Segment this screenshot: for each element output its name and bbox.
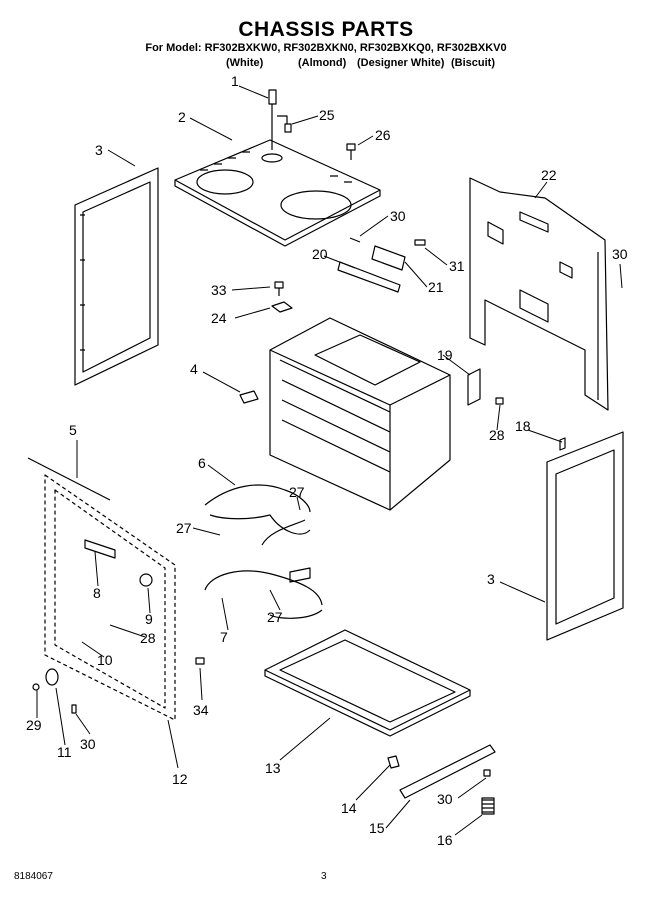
callout-6: 6 [198,455,206,471]
callout-21: 21 [428,279,444,295]
part-bracket-4 [239,390,259,404]
part-screw-34 [195,657,205,665]
callout-4: 4 [190,361,198,377]
callout-13: 13 [265,760,281,776]
callout-19: 19 [437,347,453,363]
color-biscuit: (Biscuit) [451,57,495,69]
callout-15: 15 [369,820,385,836]
callout-16: 16 [437,832,453,848]
part-door-assembly [44,474,176,721]
callout-14: 14 [341,800,357,816]
part-spark-bracket [337,237,426,293]
color-almond: (Almond) [298,57,347,69]
callout-34: 34 [193,702,209,718]
callout-18: 18 [515,418,531,434]
page-title: CHASSIS PARTS [238,18,414,41]
part-broil-element [204,567,323,619]
model-list: For Model: RF302BXKW0, RF302BXKN0, RF302… [145,42,507,54]
part-spring-16 [481,797,495,815]
callout-3-left: 3 [95,142,103,158]
document-number: 8184067 [14,871,53,882]
callout-29: 29 [26,717,42,733]
color-white: (White) [226,57,264,69]
callout-24: 24 [211,310,227,326]
color-designer-white: (Designer White) [357,57,445,69]
part-clip-24 [271,281,293,313]
callout-8: 8 [93,585,101,601]
callout-10: 10 [97,652,113,668]
part-side-panel-right [546,431,624,641]
part-valve-fitting [261,89,292,163]
callout-1: 1 [231,73,239,89]
part-hinge-receiver [467,368,504,406]
callout-28-right: 28 [489,427,505,443]
part-door-seal [27,457,111,501]
callout-27-bottom: 27 [267,609,283,625]
part-knob-9 [139,573,153,587]
callout-2: 2 [178,109,186,125]
callout-3-right: 3 [487,571,495,587]
callout-25: 25 [319,107,335,123]
callout-12: 12 [172,771,188,787]
part-screw-26 [346,143,356,160]
callout-28-left: 28 [140,630,156,646]
callout-labels: 1 2 25 26 3 22 30 30 20 31 21 33 24 4 19… [26,73,628,848]
callout-30-right: 30 [612,246,628,262]
callout-30-bottom: 30 [437,791,453,807]
callout-26: 26 [375,127,391,143]
part-valve-11 [32,668,77,714]
callout-30-left: 30 [80,736,96,752]
callout-27-top: 27 [289,484,305,500]
callout-31: 31 [449,258,465,274]
callout-30-top: 30 [390,208,406,224]
callout-11: 11 [57,744,72,760]
part-oven-cavity [269,317,451,511]
callout-20: 20 [312,246,328,262]
part-oven-bottom [264,629,471,737]
part-side-panel-left [74,167,159,386]
part-rear-panel [469,177,609,411]
part-bake-element [204,484,311,546]
callout-22: 22 [541,167,557,183]
callout-7: 7 [220,629,228,645]
callout-27-left: 27 [176,520,192,536]
callout-33: 33 [211,282,227,298]
part-top-burner-box [174,139,381,247]
part-handle-8 [84,539,116,559]
page-number: 3 [321,871,327,882]
callout-5: 5 [69,422,77,438]
callout-9: 9 [145,611,153,627]
part-burner-base [387,744,496,799]
leader-lines [36,85,623,836]
